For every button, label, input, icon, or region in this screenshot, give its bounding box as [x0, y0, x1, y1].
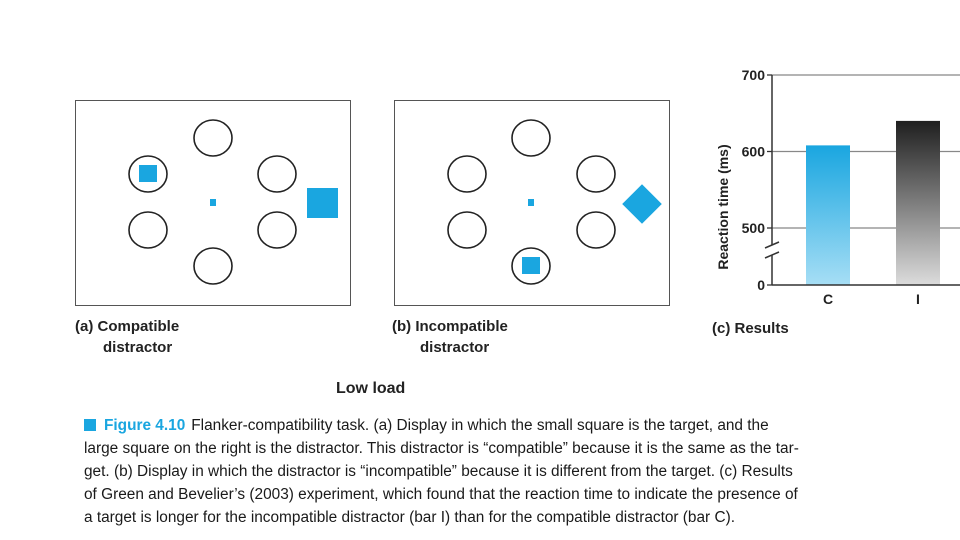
fixation-point	[210, 199, 216, 206]
panel-c-caption: (c) Results	[712, 320, 789, 337]
circle-ring-upper-left	[128, 155, 168, 193]
panel-b-title: Incompatible	[415, 318, 508, 335]
incompatible-display-graphic	[447, 119, 662, 285]
target-square	[522, 257, 540, 274]
axis-break-mark-lower	[764, 251, 780, 259]
panel-a-caption: (a) Compatible distractor	[75, 316, 179, 358]
panel-b-subtitle: distractor	[420, 339, 490, 356]
y-tick-label-700: 700	[742, 67, 766, 83]
panel-b-caption: (b) Incompatible distractor	[392, 316, 508, 358]
group-label-low-load: Low load	[336, 380, 406, 397]
y-axis-label: Reaction time (ms)	[715, 144, 731, 269]
panel-a-subtitle: distractor	[103, 339, 173, 356]
bar-I	[896, 120, 940, 286]
caption-line-5: a target is longer for the incompatible …	[84, 509, 735, 526]
figure-caption: Figure 4.10 Flanker-compatibility task. (…	[84, 414, 960, 529]
circle-ring-lower-right	[576, 211, 616, 249]
chart-axes	[764, 75, 960, 286]
y-tick-label-600: 600	[742, 144, 766, 160]
caption-line-3: get. (b) Display in which the distractor…	[84, 463, 793, 480]
bar-C	[806, 145, 850, 285]
circle-ring-top	[193, 119, 233, 157]
caption-line-1: Figure 4.10 Flanker-compatibility task. (…	[84, 414, 960, 437]
panel-a-prefix: (a)	[75, 318, 94, 335]
circle-ring-bottom	[193, 247, 233, 285]
panel-b-prefix: (b)	[392, 318, 412, 335]
circle-ring-lower-right	[257, 211, 297, 249]
distractor-square-compatible	[307, 188, 338, 218]
axis-break-mark-upper	[764, 241, 780, 249]
figure-number: Figure 4.10	[104, 417, 186, 434]
circle-ring-upper-left	[447, 155, 487, 193]
circle-ring-upper-right	[576, 155, 616, 193]
circle-ring-upper-right	[257, 155, 297, 193]
x-tick-label-C: C	[823, 291, 833, 307]
chart-bars	[806, 120, 940, 286]
circle-ring-lower-left	[447, 211, 487, 249]
caption-line-2: large square on the right is the distrac…	[84, 440, 799, 457]
target-square	[139, 165, 157, 182]
y-tick-label-500: 500	[742, 220, 766, 236]
y-tick-label-0: 0	[757, 277, 765, 293]
figure-marker-icon	[84, 419, 96, 431]
circle-ring-bottom	[511, 247, 551, 285]
caption-line-4: of Green and Bevelier’s (2003) experimen…	[84, 486, 798, 503]
display-panel-incompatible	[394, 100, 670, 306]
compatible-display-graphic	[128, 119, 338, 285]
circle-ring-top	[511, 119, 551, 157]
fixation-point	[528, 199, 534, 206]
panel-a-title: Compatible	[97, 318, 180, 335]
x-tick-label-I: I	[916, 291, 920, 307]
circle-ring-lower-left	[128, 211, 168, 249]
distractor-diamond-incompatible	[622, 184, 662, 224]
display-panel-compatible	[75, 100, 351, 306]
caption-text: Flanker-compatibility task. (a) Display …	[191, 417, 769, 434]
